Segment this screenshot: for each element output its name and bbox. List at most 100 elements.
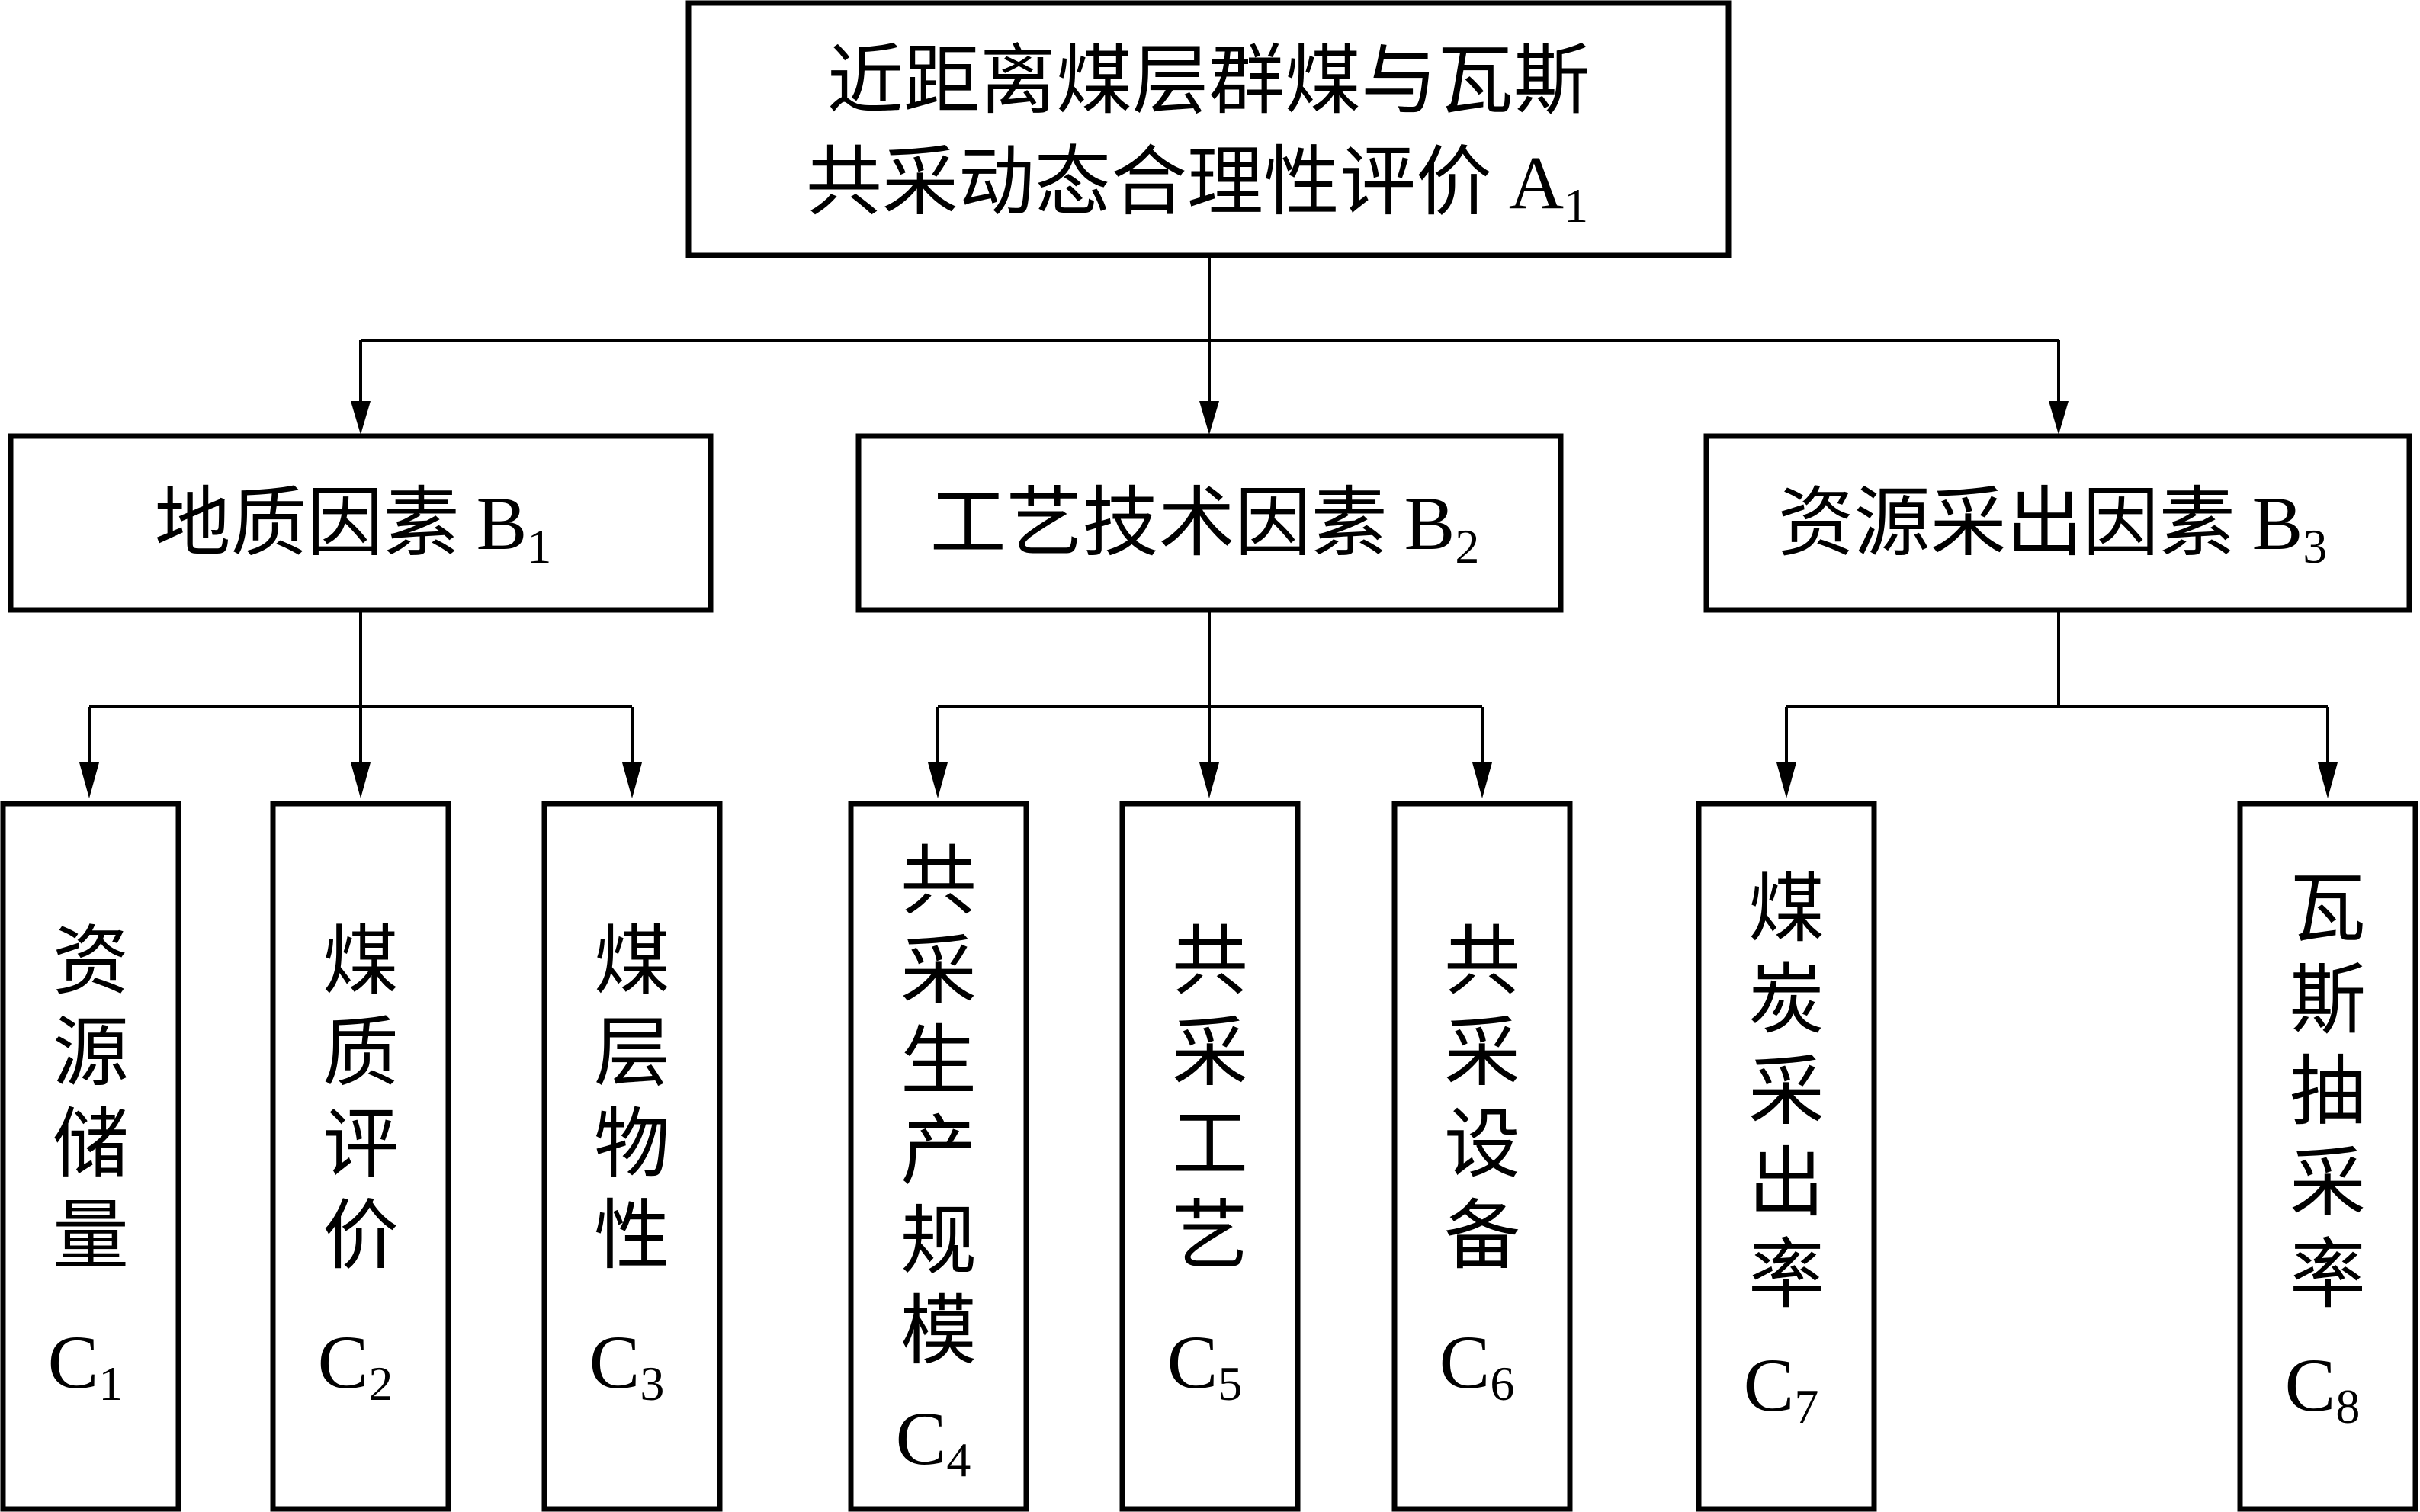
arrowheads [79,401,2338,798]
indicator-code-group: C3 [589,1320,665,1411]
indicator-code-sub: 1 [98,1356,123,1411]
indicator-node-c8: 瓦 斯 抽 采 率 C8 [2237,801,2418,1512]
indicator-char: 煤 [594,917,670,1006]
indicator-char: 价 [323,1191,399,1280]
category-code-sub: 2 [1455,519,1479,573]
indicator-char: 共 [1444,917,1520,1006]
indicator-char: 斯 [2290,955,2366,1045]
indicator-char: 煤 [1748,864,1825,953]
indicator-code-group: C1 [48,1320,124,1411]
arrowhead-b1 [351,401,371,435]
indicator-code-sub: 3 [640,1356,664,1411]
indicator-code-group: C7 [1744,1343,1819,1433]
indicator-node-c5: 共 采 工 艺 C5 [1119,801,1301,1512]
indicator-node-c4: 共 采 生 产 规 模 C4 [848,801,1029,1512]
indicator-char: 资 [53,917,129,1006]
indicator-char: 量 [53,1191,129,1280]
category-code: B [1404,481,1456,566]
indicator-code: C [48,1320,99,1404]
indicator-char: 出 [1748,1138,1825,1228]
indicator-code-group: C2 [318,1320,393,1411]
arrowhead-c2 [351,762,371,798]
category-label: 资源采出因素 [1778,478,2235,567]
indicator-code-sub: 2 [368,1356,393,1411]
indicator-char: 采 [2290,1138,2366,1228]
indicator-code: C [1744,1343,1795,1427]
indicator-char: 采 [1748,1047,1825,1136]
indicator-char: 艺 [1172,1191,1248,1280]
arrowhead-c7 [1776,762,1796,798]
indicator-char: 备 [1444,1191,1520,1280]
indicator-code: C [2285,1343,2336,1427]
indicator-code-sub: 7 [1794,1379,1818,1433]
arrowhead-c3 [622,762,642,798]
arrowhead-c4 [928,762,948,798]
indicator-char: 率 [2290,1230,2366,1319]
indicator-node-c1: 资 源 储 量 C1 [0,801,181,1512]
indicator-code: C [318,1320,369,1404]
indicator-node-c2: 煤 质 评 价 C2 [270,801,451,1512]
indicator-char: 共 [900,836,977,926]
indicator-char: 采 [900,926,977,1016]
indicator-char: 规 [900,1196,977,1286]
indicator-char: 采 [1172,1008,1248,1097]
arrowhead-c5 [1199,762,1219,798]
root-title-line2: 共采动态合理性评价 [806,137,1492,226]
indicator-code-sub: 5 [1218,1356,1242,1411]
arrowhead-b3 [2049,401,2069,435]
category-code-sub: 1 [527,519,551,573]
indicator-code-group: C8 [2285,1343,2361,1433]
indicator-char: 生 [900,1016,977,1106]
arrowhead-c6 [1472,762,1492,798]
indicator-node-c7: 煤 炭 采 出 率 C7 [1696,801,1877,1512]
category-label: 地质因素 [155,478,460,567]
indicator-code: C [896,1396,947,1481]
indicator-char: 设 [1444,1099,1520,1189]
root-code-sub: 1 [1564,178,1588,233]
indicator-char: 性 [594,1191,670,1280]
indicator-char: 率 [1748,1230,1825,1319]
category-code: B [477,481,528,566]
indicator-char: 储 [53,1099,129,1189]
indicator-code: C [589,1320,640,1404]
indicator-char: 瓦 [2290,864,2366,953]
indicator-char: 模 [900,1286,977,1376]
root-title-line1: 近距离煤层群煤与瓦斯 [827,36,1590,125]
indicator-code-sub: 4 [946,1433,971,1487]
category-code: B [2252,481,2303,566]
arrowhead-c1 [79,762,99,798]
category-label: 工艺技术因素 [930,478,1388,567]
root-code: A [1509,140,1564,225]
connectors [88,255,2329,762]
indicator-code-sub: 6 [1490,1356,1514,1411]
indicator-char: 煤 [323,917,399,1006]
indicator-code-group: C4 [896,1396,971,1487]
indicator-char: 层 [594,1008,670,1097]
indicator-char: 共 [1172,917,1248,1006]
indicator-char: 工 [1172,1099,1248,1189]
arrowhead-c8 [2318,762,2338,798]
indicator-code: C [1167,1320,1218,1404]
indicator-code-group: C5 [1167,1320,1243,1411]
indicator-node-c3: 煤 层 物 性 C3 [541,801,723,1512]
indicator-code-group: C6 [1439,1320,1515,1411]
indicator-char: 质 [323,1008,399,1097]
indicator-char: 源 [53,1008,129,1097]
indicator-char: 炭 [1748,955,1825,1045]
indicator-char: 采 [1444,1008,1520,1097]
indicator-char: 抽 [2290,1047,2366,1136]
category-code-sub: 3 [2303,519,2327,573]
arrowhead-b2 [1199,401,1219,435]
indicator-code-sub: 8 [2335,1379,2360,1433]
indicator-node-c6: 共 采 设 备 C6 [1391,801,1573,1512]
indicator-code: C [1439,1320,1491,1404]
indicator-char: 评 [323,1099,399,1189]
